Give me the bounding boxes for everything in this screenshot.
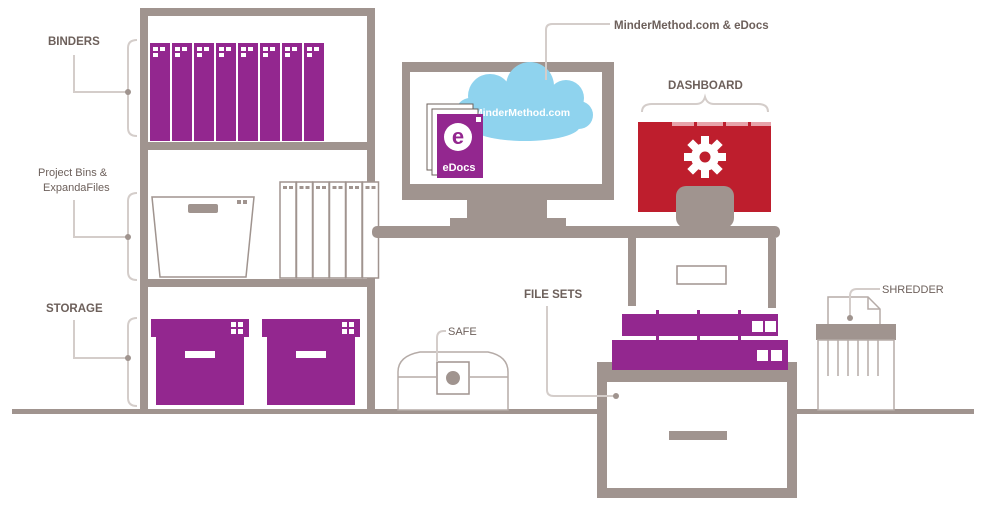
- expandafiles: [279, 181, 380, 279]
- binder: [238, 43, 258, 141]
- expandafile: [345, 181, 363, 279]
- expandafile: [279, 181, 297, 279]
- binder: [216, 43, 236, 141]
- label-file-sets: FILE SETS: [524, 289, 582, 301]
- edocs-logo-icon: [426, 103, 483, 178]
- label-project-bins-line1: Project Bins &: [38, 167, 108, 179]
- edocs-letter: e: [452, 124, 464, 149]
- safe-connector: [436, 330, 446, 362]
- label-minder-edocs: MinderMethod.com & eDocs: [614, 20, 769, 32]
- label-binders: BINDERS: [48, 36, 100, 48]
- binders: [150, 43, 324, 141]
- expandafile: [295, 181, 314, 279]
- label-storage: STORAGE: [46, 303, 103, 315]
- minder-connector: [545, 23, 610, 80]
- storage-box-left: [151, 319, 249, 405]
- floor-line: [12, 409, 974, 414]
- binder: [282, 43, 302, 141]
- file-cabinet: [597, 362, 797, 498]
- binder: [194, 43, 214, 141]
- binder: [260, 43, 280, 141]
- label-dashboard: DASHBOARD: [668, 80, 743, 92]
- safe: [397, 351, 509, 411]
- project-bins-bracket: [73, 192, 138, 281]
- binders-bracket: [73, 39, 138, 137]
- binder: [304, 43, 324, 141]
- binder: [150, 43, 170, 141]
- edocs-text: eDocs: [442, 162, 475, 174]
- dashboard-bracket: [641, 93, 769, 113]
- cloud-text: MinderMethod.com: [474, 107, 570, 119]
- storage-bracket: [73, 317, 138, 407]
- file-set-front: [612, 336, 788, 370]
- expandafile: [328, 181, 347, 279]
- label-project-bins-line2: ExpandaFiles: [43, 182, 110, 194]
- storage-box-right: [262, 319, 360, 405]
- binder: [172, 43, 192, 141]
- gear-icon: [684, 136, 726, 178]
- expandafile: [312, 181, 330, 279]
- project-bin: [151, 196, 255, 278]
- label-shredder: SHREDDER: [882, 284, 944, 296]
- desk: [372, 226, 780, 308]
- file-sets-connector: [546, 306, 619, 399]
- shredder-connector: [847, 288, 880, 321]
- shredder: [816, 296, 896, 411]
- label-safe: SAFE: [448, 326, 477, 338]
